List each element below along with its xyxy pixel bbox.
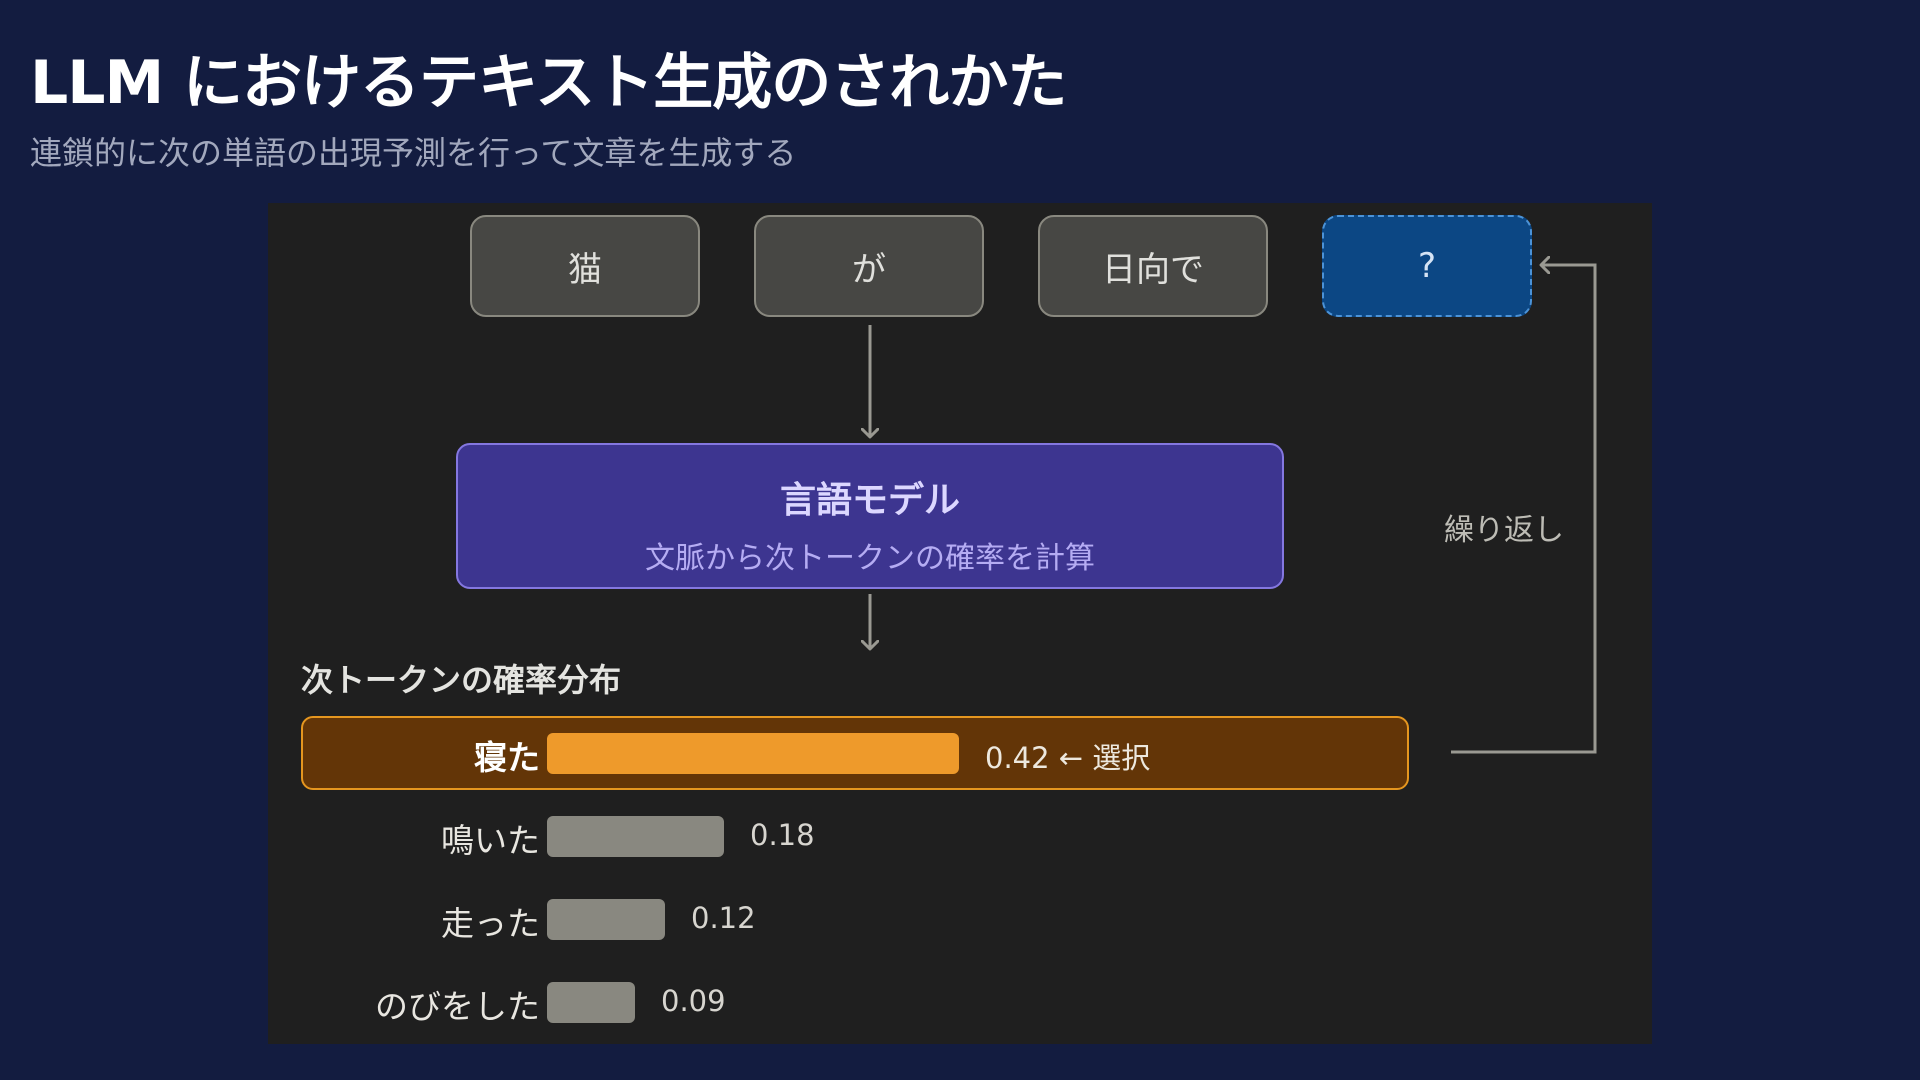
unknown-token-box: ?: [1322, 215, 1532, 317]
page-title: LLM におけるテキスト生成のされかた: [30, 48, 1067, 118]
page-subtitle: 連鎖的に次の単語の出現予測を行って文章を生成する: [30, 134, 797, 172]
distribution-token-label: のびをした: [375, 987, 540, 1026]
probability-bar: [547, 733, 959, 774]
probability-bar: [547, 899, 665, 940]
token-box-2: が: [754, 215, 984, 317]
language-model-box: 言語モデル 文脈から次トークンの確率を計算: [456, 443, 1284, 589]
repeat-label: 繰り返し: [1444, 513, 1564, 548]
probability-value: 0.18: [750, 818, 815, 852]
diagram-panel: 猫 が 日向で ? 言語モデル 文脈から次トークンの確率を計算 繰り返し 次トー…: [268, 203, 1652, 1044]
distribution-token-label: 鳴いた: [441, 821, 540, 860]
probability-value: 0.12: [691, 901, 756, 935]
probability-bar: [547, 982, 635, 1023]
probability-value: 0.42 ← 選択: [985, 741, 1151, 775]
model-description: 文脈から次トークンの確率を計算: [645, 541, 1095, 576]
distribution-token-label: 寝た: [474, 738, 540, 777]
distribution-heading: 次トークンの確率分布: [301, 661, 622, 699]
token-box-3: 日向で: [1038, 215, 1268, 317]
distribution-token-label: 走った: [441, 904, 540, 943]
model-title: 言語モデル: [779, 480, 960, 521]
token-box-1: 猫: [470, 215, 700, 317]
probability-value: 0.09: [661, 984, 726, 1018]
probability-bar: [547, 816, 724, 857]
